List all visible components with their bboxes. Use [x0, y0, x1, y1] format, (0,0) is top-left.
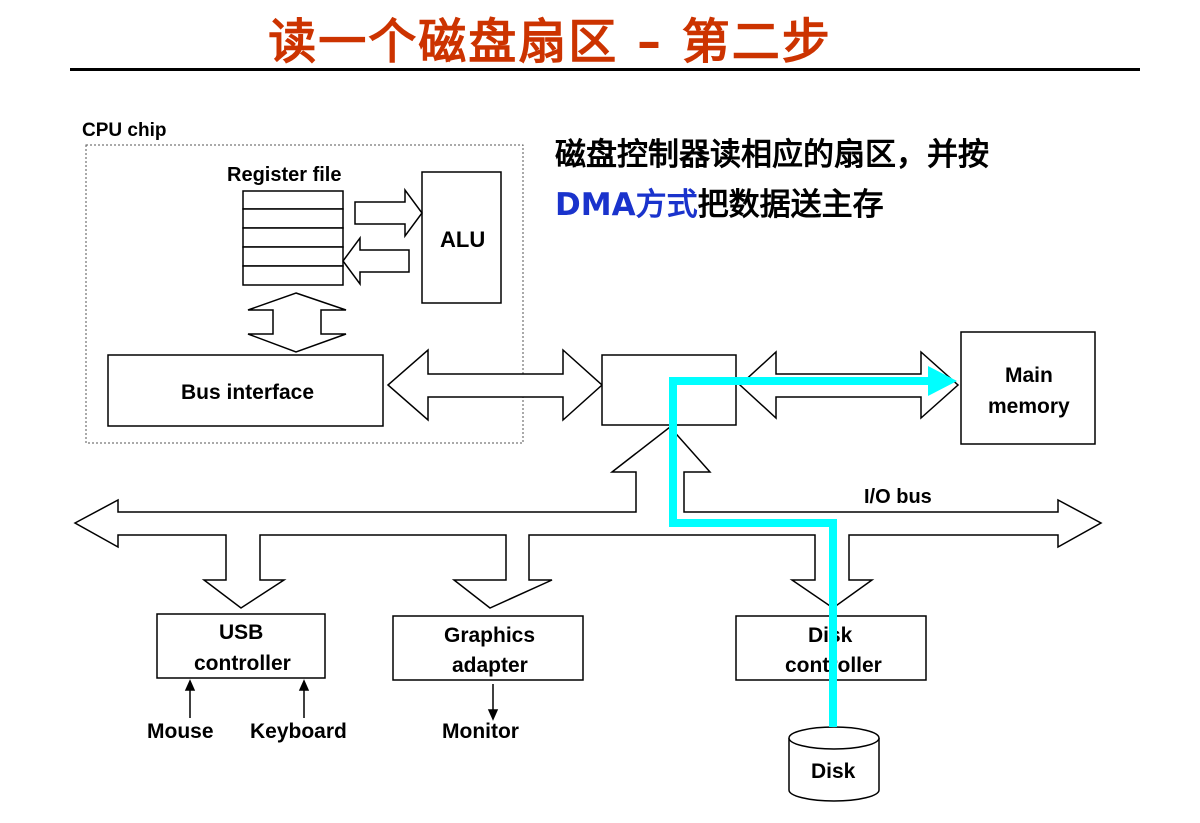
- caption-highlight: DMA方式: [555, 187, 698, 223]
- io-bus-label: I/O bus: [864, 486, 932, 508]
- usb-controller-label-2: controller: [194, 652, 291, 675]
- alu-box: [421, 171, 502, 304]
- disk-cylinder: [788, 726, 880, 802]
- bus-interface-box: [107, 354, 384, 427]
- graphics-adapter-label-2: adapter: [452, 654, 528, 677]
- monitor-label: Monitor: [442, 720, 519, 743]
- io-bus-arrow: [73, 425, 1103, 609]
- caption-line-2: DMA方式把数据送主存: [555, 180, 989, 230]
- main-memory-label-2: memory: [988, 395, 1070, 418]
- graphics-adapter-box: [392, 615, 584, 681]
- dma-path-arrowhead: [928, 366, 957, 396]
- regfile-bus-double-arrow: [247, 292, 347, 353]
- system-bus-arrow: [386, 348, 604, 422]
- main-memory-box: [960, 331, 1096, 445]
- caption: 磁盘控制器读相应的扇区，并按 DMA方式把数据送主存: [555, 130, 989, 230]
- mouse-label: Mouse: [147, 720, 214, 743]
- usb-controller-label-1: USB: [219, 621, 263, 644]
- caption-line-2-rest: 把数据送主存: [697, 187, 884, 223]
- cpu-chip-boundary: [85, 144, 524, 444]
- caption-line-1: 磁盘控制器读相应的扇区，并按: [555, 137, 989, 173]
- keyboard-label: Keyboard: [250, 720, 347, 743]
- register-file-label: Register file: [227, 164, 341, 186]
- alu-to-regfile-arrow: [342, 235, 410, 287]
- main-memory-label-1: Main: [1005, 364, 1053, 387]
- slide-title: 读一个磁盘扇区 – 第二步: [268, 14, 832, 70]
- regfile-to-alu-arrow: [354, 187, 423, 239]
- graphics-adapter-label-1: Graphics: [444, 624, 535, 647]
- disk-label: Disk: [811, 760, 856, 783]
- bus-interface-label: Bus interface: [181, 381, 314, 404]
- title-rule: [70, 68, 1140, 71]
- dma-data-path: [669, 377, 930, 727]
- cpu-chip-label: CPU chip: [82, 120, 166, 141]
- register-file: [242, 190, 344, 286]
- usb-controller-box: [156, 613, 326, 679]
- peripheral-arrows: [184, 679, 499, 721]
- alu-label: ALU: [440, 227, 485, 252]
